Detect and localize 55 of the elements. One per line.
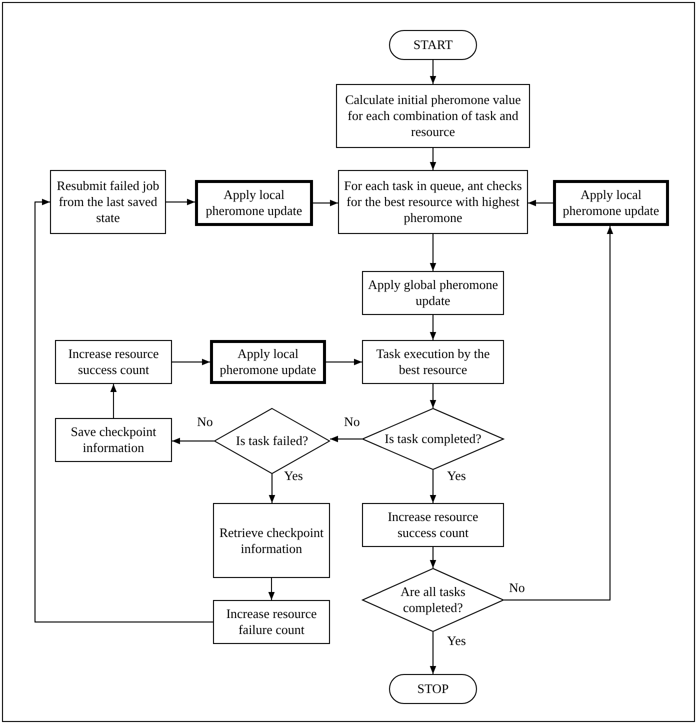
arrow <box>110 384 117 418</box>
node-text: Apply local pheromone update <box>562 187 660 219</box>
node-text: Retrieve checkpoint information <box>218 524 325 556</box>
node-text: Is task failed? <box>236 433 308 449</box>
decision-diamond <box>362 568 504 632</box>
arrow <box>172 438 214 444</box>
node-text: For each task in queue, ant checks for the best resource with highest pheromone <box>343 178 523 226</box>
arrow <box>268 578 275 600</box>
node-text: Save checkpoint information <box>70 424 158 456</box>
arrow <box>166 198 196 206</box>
node-text: Apply local pheromone update <box>218 346 318 378</box>
process-box <box>55 340 172 384</box>
process-box <box>210 340 326 384</box>
arrow <box>430 384 436 408</box>
arrow <box>312 200 338 206</box>
process-box <box>338 170 528 234</box>
arrow <box>430 148 436 170</box>
arrow <box>430 234 436 272</box>
arrow <box>268 474 276 504</box>
arrow <box>430 314 436 340</box>
terminal-box <box>389 674 477 704</box>
node-text: START <box>413 37 453 53</box>
arrow <box>430 632 436 674</box>
node-text: Task execution by the best resource <box>375 346 491 378</box>
node-text: Increase resource success count <box>386 509 480 541</box>
arrow <box>172 358 210 366</box>
arrow <box>528 200 554 206</box>
process-box <box>195 180 313 226</box>
arrow <box>330 436 362 442</box>
process-box <box>362 271 504 315</box>
node-text: Apply local pheromone update <box>204 187 304 219</box>
node-text: Increase resource failure count <box>225 606 318 638</box>
node-text: Increase resource success count <box>67 346 160 378</box>
arrow <box>430 470 436 504</box>
decision-diamond <box>362 408 504 470</box>
arrow <box>504 226 614 600</box>
process-box <box>362 340 504 384</box>
node-text: Resubmit failed job from the last saved state <box>56 178 160 226</box>
terminal-box <box>389 30 477 60</box>
process-box <box>362 503 504 547</box>
process-box <box>213 600 330 644</box>
arrow <box>430 60 436 84</box>
node-text: Are all tasks completed? <box>400 584 466 616</box>
process-box <box>213 503 330 578</box>
arrow <box>430 546 436 568</box>
process-box <box>336 84 530 148</box>
process-box <box>50 170 166 234</box>
node-text: Calculate initial pheromone value for each combination of task and resource <box>344 92 522 140</box>
process-box <box>55 418 172 462</box>
process-box <box>553 180 669 226</box>
arrow <box>34 198 214 622</box>
node-text: Is task completed? <box>384 431 482 447</box>
node-text: Apply global pheromone update <box>367 277 499 309</box>
arrow <box>326 358 362 366</box>
node-text: STOP <box>417 681 449 697</box>
